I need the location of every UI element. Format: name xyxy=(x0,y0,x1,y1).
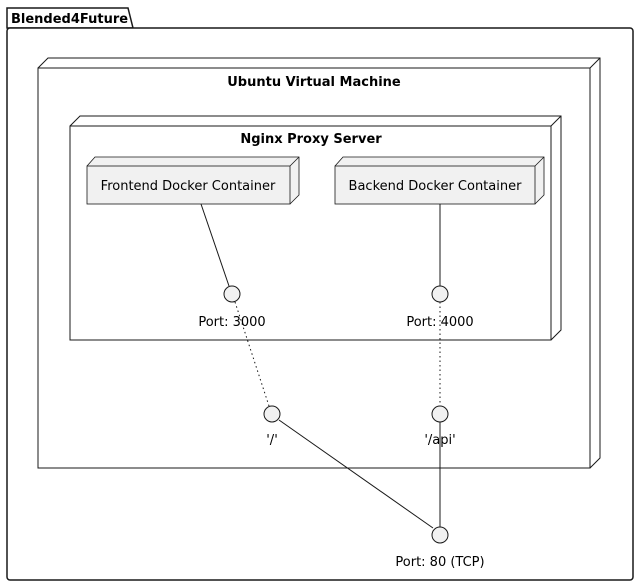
node-nginx-proxy: Nginx Proxy Server xyxy=(69,115,562,341)
node-frontend-container: Frontend Docker Container xyxy=(86,156,300,205)
interface-port80: Port: 80 (TCP) xyxy=(395,526,485,570)
root-label: '/' xyxy=(266,433,278,448)
interface-root: '/' xyxy=(263,405,281,448)
nginx-title: Nginx Proxy Server xyxy=(240,132,382,147)
interface-circle-icon xyxy=(431,526,449,544)
vm-title: Ubuntu Virtual Machine xyxy=(227,75,401,90)
node-backend-container: Backend Docker Container xyxy=(334,156,545,205)
port4000-label: Port: 4000 xyxy=(406,315,473,330)
backend-label: Backend Docker Container xyxy=(349,179,523,194)
api-label: '/api' xyxy=(424,433,455,448)
port3000-to-root-dotted xyxy=(234,301,270,407)
backend-front xyxy=(334,165,536,205)
interface-circle-icon xyxy=(431,405,449,423)
interface-circle-icon xyxy=(223,285,241,303)
port3000-label: Port: 3000 xyxy=(198,315,265,330)
interface-circle-icon xyxy=(431,285,449,303)
connectors xyxy=(200,203,441,529)
interface-port3000: Port: 3000 xyxy=(198,285,266,330)
interface-api: '/api' xyxy=(424,405,456,448)
package-title: Blended4Future xyxy=(11,12,128,27)
interface-port4000: Port: 4000 xyxy=(406,285,474,330)
root-to-port80-line xyxy=(278,419,434,529)
frontend-label: Frontend Docker Container xyxy=(101,179,276,194)
interface-circle-icon xyxy=(263,405,281,423)
frontend-to-port3000-line xyxy=(200,203,230,287)
frontend-front xyxy=(86,165,291,205)
port80-label: Port: 80 (TCP) xyxy=(395,555,484,570)
